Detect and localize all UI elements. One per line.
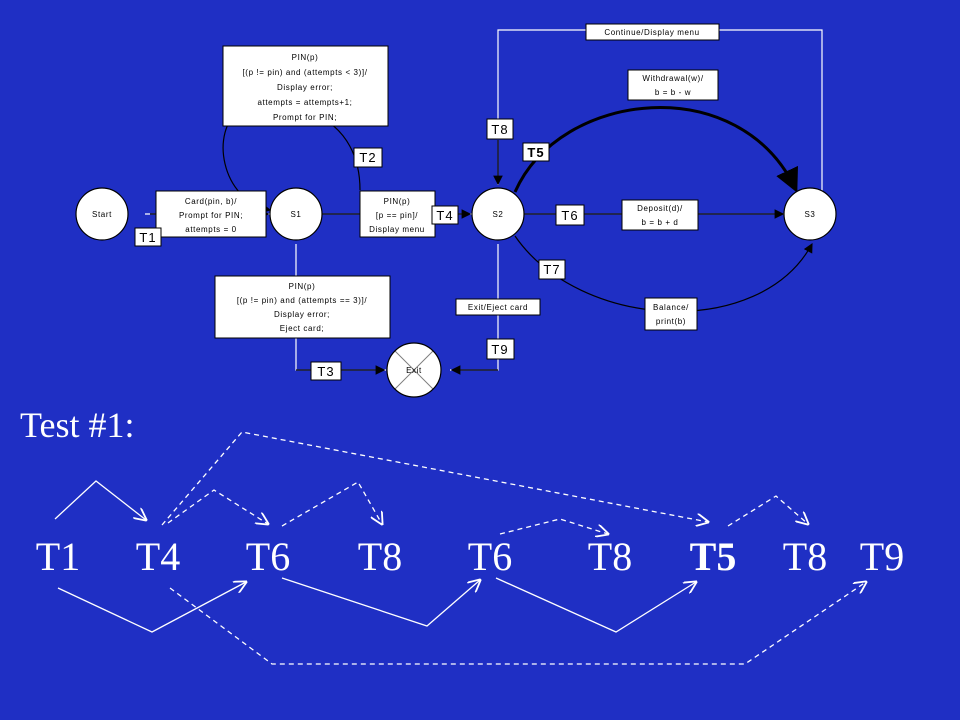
seq-token: T8 — [358, 534, 402, 579]
svg-text:Prompt for PIN;: Prompt for PIN; — [179, 211, 243, 220]
svg-text:PIN(p): PIN(p) — [289, 282, 316, 291]
svg-text:T2: T2 — [359, 150, 376, 165]
seq-token: T1 — [36, 534, 80, 579]
arrow-t1-t4 — [54, 480, 146, 520]
arrow-t4-t6 — [167, 489, 268, 524]
box-exit-eject: Exit/Eject card — [455, 298, 541, 316]
svg-text:Display menu: Display menu — [369, 225, 425, 234]
label-t4: T4 — [431, 205, 459, 225]
arrow-t1-t6 — [57, 582, 246, 633]
state-start-label: Start — [92, 210, 112, 219]
box-continue: Continue/Display menu — [585, 23, 720, 41]
svg-text:Balance/: Balance/ — [653, 303, 689, 312]
svg-text:Display error;: Display error; — [274, 310, 330, 319]
label-t2: T2 — [353, 147, 383, 168]
svg-text:attempts = attempts+1;: attempts = attempts+1; — [257, 98, 352, 107]
state-s2: S2 — [471, 187, 525, 241]
svg-text:PIN(p): PIN(p) — [292, 53, 319, 62]
svg-text:Exit/Eject card: Exit/Eject card — [468, 303, 528, 312]
state-exit: Exit — [386, 342, 442, 398]
label-t8: T8 — [486, 118, 514, 140]
svg-text:Prompt for PIN;: Prompt for PIN; — [273, 113, 337, 122]
arrow-t5-t8 — [727, 495, 808, 527]
svg-text:Deposit(d)/: Deposit(d)/ — [637, 204, 683, 213]
box-withdraw: Withdrawal(w)/ b = b - w — [627, 69, 719, 101]
label-t9: T9 — [486, 338, 515, 360]
seq-token: T8 — [588, 534, 632, 579]
arrow-t6-t8b — [499, 518, 608, 534]
svg-text:Continue/Display menu: Continue/Display menu — [604, 28, 699, 37]
box-pin-ok: PIN(p) [p == pin]/ Display menu — [359, 190, 436, 238]
svg-text:[(p != pin) and (attempts == 3: [(p != pin) and (attempts == 3)]/ — [237, 296, 367, 305]
label-t1: T1 — [134, 227, 162, 247]
seq-token: T8 — [783, 534, 827, 579]
svg-text:print(b): print(b) — [656, 317, 686, 326]
svg-text:T5: T5 — [527, 145, 544, 160]
seq-token: T9 — [860, 534, 904, 579]
continue-loop-line — [497, 29, 823, 195]
box-deposit: Deposit(d)/ b = b + d — [621, 199, 699, 231]
label-t6: T6 — [555, 204, 585, 226]
state-exit-label: Exit — [406, 366, 422, 375]
svg-text:PIN(p): PIN(p) — [384, 197, 411, 206]
box-card: Card(pin, b)/ Prompt for PIN; attempts =… — [155, 190, 267, 238]
state-s1-label: S1 — [291, 210, 302, 219]
svg-text:b = b + d: b = b + d — [642, 218, 679, 227]
arrow-t6-t5 — [495, 577, 696, 633]
sequence-arrows — [54, 431, 866, 665]
seq-token: T4 — [136, 534, 180, 579]
state-start: Start — [75, 187, 129, 241]
svg-text:Display error;: Display error; — [277, 83, 333, 92]
svg-text:T7: T7 — [543, 262, 560, 277]
svg-text:Card(pin, b)/: Card(pin, b)/ — [185, 197, 237, 206]
box-balance: Balance/ print(b) — [644, 297, 698, 331]
svg-text:Eject card;: Eject card; — [280, 324, 324, 333]
svg-text:attempts = 0: attempts = 0 — [185, 225, 236, 234]
label-t7: T7 — [538, 259, 566, 280]
state-s1: S1 — [269, 187, 323, 241]
state-s3: S3 — [783, 187, 837, 241]
svg-text:T8: T8 — [491, 122, 508, 137]
arrow-t4-t9 — [169, 582, 866, 665]
svg-text:Withdrawal(w)/: Withdrawal(w)/ — [642, 74, 703, 83]
svg-text:[(p != pin) and (attempts < 3): [(p != pin) and (attempts < 3)]/ — [242, 68, 367, 77]
svg-text:T6: T6 — [561, 208, 578, 223]
arrow-t6-t6 — [281, 577, 480, 627]
svg-text:b = b - w: b = b - w — [655, 88, 691, 97]
svg-text:T9: T9 — [491, 342, 508, 357]
label-t5: T5 — [522, 142, 550, 162]
arrow-t6-t8 — [281, 481, 382, 526]
arrow-t4-t5 — [161, 431, 708, 525]
svg-text:T1: T1 — [139, 230, 156, 245]
t5-arrow — [513, 106, 798, 193]
box-pin-retry: PIN(p) [(p != pin) and (attempts < 3)]/ … — [222, 45, 389, 127]
svg-text:[p == pin]/: [p == pin]/ — [376, 211, 418, 220]
seq-token: T5 — [690, 534, 737, 579]
seq-token: T6 — [468, 534, 512, 579]
test-title: Test #1: — [20, 405, 134, 445]
test-sequence: T1 T4 T6 T8 T6 T8 T5 T8 T9 — [36, 534, 904, 579]
box-pin-fail: PIN(p) [(p != pin) and (attempts == 3)]/… — [214, 275, 391, 339]
seq-token: T6 — [246, 534, 290, 579]
state-s3-label: S3 — [805, 210, 816, 219]
svg-text:T3: T3 — [317, 364, 334, 379]
state-s2-label: S2 — [493, 210, 504, 219]
label-t3: T3 — [310, 361, 342, 381]
svg-text:T4: T4 — [436, 208, 453, 223]
